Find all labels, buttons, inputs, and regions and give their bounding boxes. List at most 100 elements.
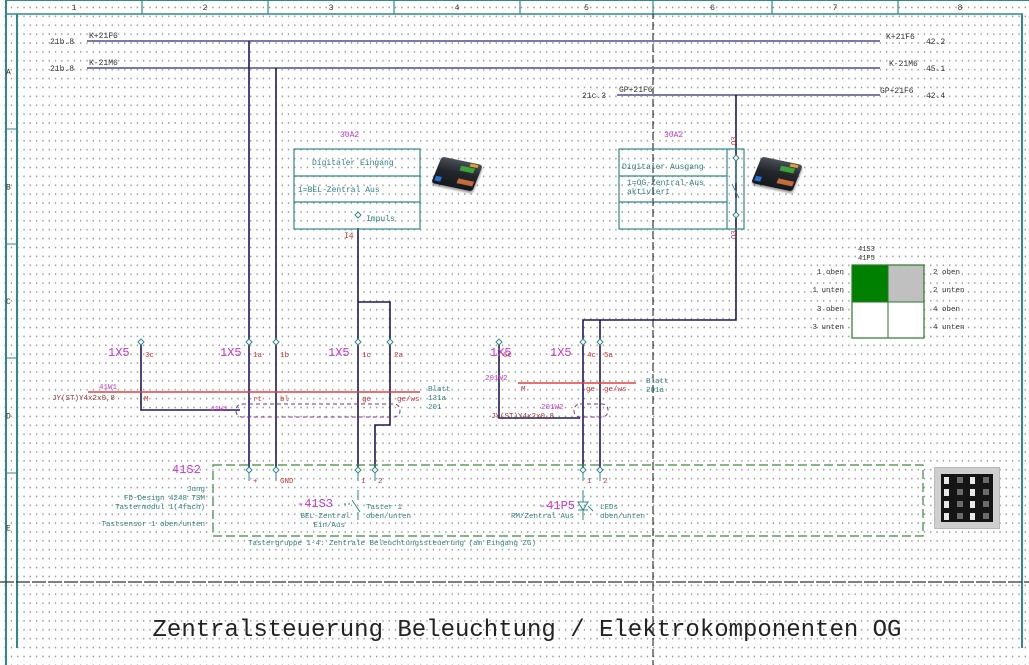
row-label: B xyxy=(6,184,11,193)
pin-plus: + xyxy=(253,478,258,486)
key-map[interactable]: 41S3 41P5 1 oben 1 unten 3 oben 3 unten … xyxy=(812,246,965,339)
cable-201W2[interactable]: 201W2 JY(ST)Y4x2x0,8 201W2 M ge ge/ws Bl… xyxy=(485,375,669,421)
sensor-key xyxy=(983,489,989,495)
sensor-key xyxy=(957,489,963,495)
terminal-label: 1a xyxy=(253,352,263,360)
input-module-title: Digitaler Eingang xyxy=(312,159,394,168)
terminal-strip-label: 1X5 xyxy=(328,346,350,360)
sensor-key xyxy=(983,477,989,483)
key-map-header-2: 41P5 xyxy=(858,255,875,263)
device-sensor: Tastsensor 1 oben/unten xyxy=(101,521,205,529)
column-label: 2 xyxy=(203,4,208,13)
terminal-connection-point xyxy=(245,338,253,346)
terminal-label: 2a xyxy=(394,352,404,360)
row-label: C xyxy=(6,298,11,307)
cable-41W1[interactable]: 41W1 JY(ST)Y4x2x0,8 41W1 M rt bl ge ge/w… xyxy=(52,384,451,418)
potential-target-ref-1[interactable]: 42.2 xyxy=(926,38,945,47)
sensor-key xyxy=(944,477,949,484)
button-desc-1: BEL-Zentral xyxy=(300,513,350,521)
sheet-ref-label-left: Blatt xyxy=(428,386,451,394)
cable-type-left: JY(ST)Y4x2x0,8 xyxy=(52,395,115,403)
plc-module-image xyxy=(431,156,483,192)
input-connection-point xyxy=(354,211,362,219)
pin-stubs xyxy=(248,473,601,481)
sheet-ref-right-1[interactable]: 201a xyxy=(646,387,665,395)
key-label-2-unten: 2 unten xyxy=(933,287,965,295)
terminal-connection-point xyxy=(137,338,145,346)
button-note-1: Taster 1 xyxy=(366,504,403,512)
sensor-key xyxy=(970,513,975,520)
core-right-1: M xyxy=(521,386,526,394)
potential-source-ref-1: 21b.8 xyxy=(50,38,74,47)
cable-name-left: 41W1 xyxy=(99,384,118,392)
device-manufacturer: Jung xyxy=(187,486,205,494)
sensor-key xyxy=(957,477,963,483)
potential-source-ref-2: 21b.8 xyxy=(50,65,74,74)
sensor-key xyxy=(983,501,989,507)
column-label: 3 xyxy=(329,4,334,13)
core-left-4: ge xyxy=(362,396,371,404)
output-contact-bottom xyxy=(732,211,740,219)
pin-2: 2 xyxy=(378,478,383,486)
led-note-2: oben/unten xyxy=(600,513,645,521)
key-map-header-1: 41S3 xyxy=(858,246,875,254)
digital-input-module[interactable]: 30A2 Digitaler Eingang 1=BEL-Zentral Aus… xyxy=(293,131,421,241)
potential-label-left-1: K+21F6 xyxy=(89,32,118,41)
sensor-key xyxy=(983,513,989,519)
key-label-1-oben: 1 oben xyxy=(817,269,844,277)
led-symbol xyxy=(577,490,594,520)
row-label: D xyxy=(6,413,11,422)
terminal-label: 1c xyxy=(362,352,371,360)
output-contact-top xyxy=(732,154,740,162)
sheet-title: Zentralsteuerung Beleuchtung / Elektroko… xyxy=(153,617,902,644)
output-module-function-2: aktiviert xyxy=(627,188,670,197)
terminal-strip-label: 1X5 xyxy=(220,346,242,360)
potential-target-ref-3[interactable]: 42.4 xyxy=(926,92,945,101)
terminal-connection-point xyxy=(596,338,604,346)
push-button-sensor-image xyxy=(934,467,1000,529)
core-left-1: M xyxy=(144,396,149,404)
key-label-4-unten: 4 unten xyxy=(933,324,965,332)
led-note-1: LEDs xyxy=(600,504,618,512)
digital-output-module[interactable]: 30A2 Digitaler Ausgang 1=OG-Zentral-Aus … xyxy=(618,131,745,239)
core-left-5: ge/ws xyxy=(397,396,420,404)
terminal-connection-point xyxy=(272,338,280,346)
core-left-2: rt xyxy=(253,396,262,404)
column-label: 5 xyxy=(584,4,589,13)
core-left-3: bl xyxy=(280,396,290,404)
push-button-module-41S2[interactable]: 41S2 Jung FD-Design 4248 TSM Tastermodul… xyxy=(101,463,924,548)
pin-gnd: GND xyxy=(280,478,294,486)
button-ref: -41S3 xyxy=(297,497,333,511)
cable-shield-right: 201W2 xyxy=(541,404,564,412)
input-module-ref: 30A2 xyxy=(340,131,359,140)
sheet-ref-left-1[interactable]: 131a xyxy=(428,395,447,403)
cable-name-right: 201W2 xyxy=(485,375,508,383)
cable-shield-left: 41W1 xyxy=(210,406,229,414)
output-terminal-top: O3 xyxy=(731,137,739,145)
output-terminal-bottom: O3 xyxy=(731,231,739,239)
cable-type-right: JY(ST)Y4x2x0,8 xyxy=(491,413,554,421)
potential-label-right-2: K-21M6 xyxy=(889,60,918,69)
potential-label-right-1: K+21F6 xyxy=(886,33,915,42)
key-label-2-oben: 2 oben xyxy=(933,269,960,277)
input-terminal-label: I4 xyxy=(344,232,354,241)
sensor-key xyxy=(944,489,949,496)
sheet-ref-left-2[interactable]: 201 xyxy=(428,404,442,412)
core-right-3: ge/ws xyxy=(604,386,627,394)
output-module-ref: 30A2 xyxy=(664,131,683,140)
sheet-ref-label-right: Blatt xyxy=(646,378,669,386)
output-module-function-1: 1=OG-Zentral-Aus xyxy=(627,179,704,188)
column-label: 7 xyxy=(833,4,838,13)
potential-target-ref-2[interactable]: 45.1 xyxy=(926,65,945,74)
terminal-connection-point xyxy=(354,338,362,346)
potential-label-left-3: GP+21F6 xyxy=(619,86,653,95)
key-label-3-oben: 3 oben xyxy=(817,306,844,314)
device-ref: 41S2 xyxy=(172,463,201,477)
led-ref: -41P5 xyxy=(539,499,575,513)
device-boundary xyxy=(212,464,924,537)
row-label: E xyxy=(6,525,11,534)
led-desc: RM/Zentral Aus xyxy=(511,513,574,521)
